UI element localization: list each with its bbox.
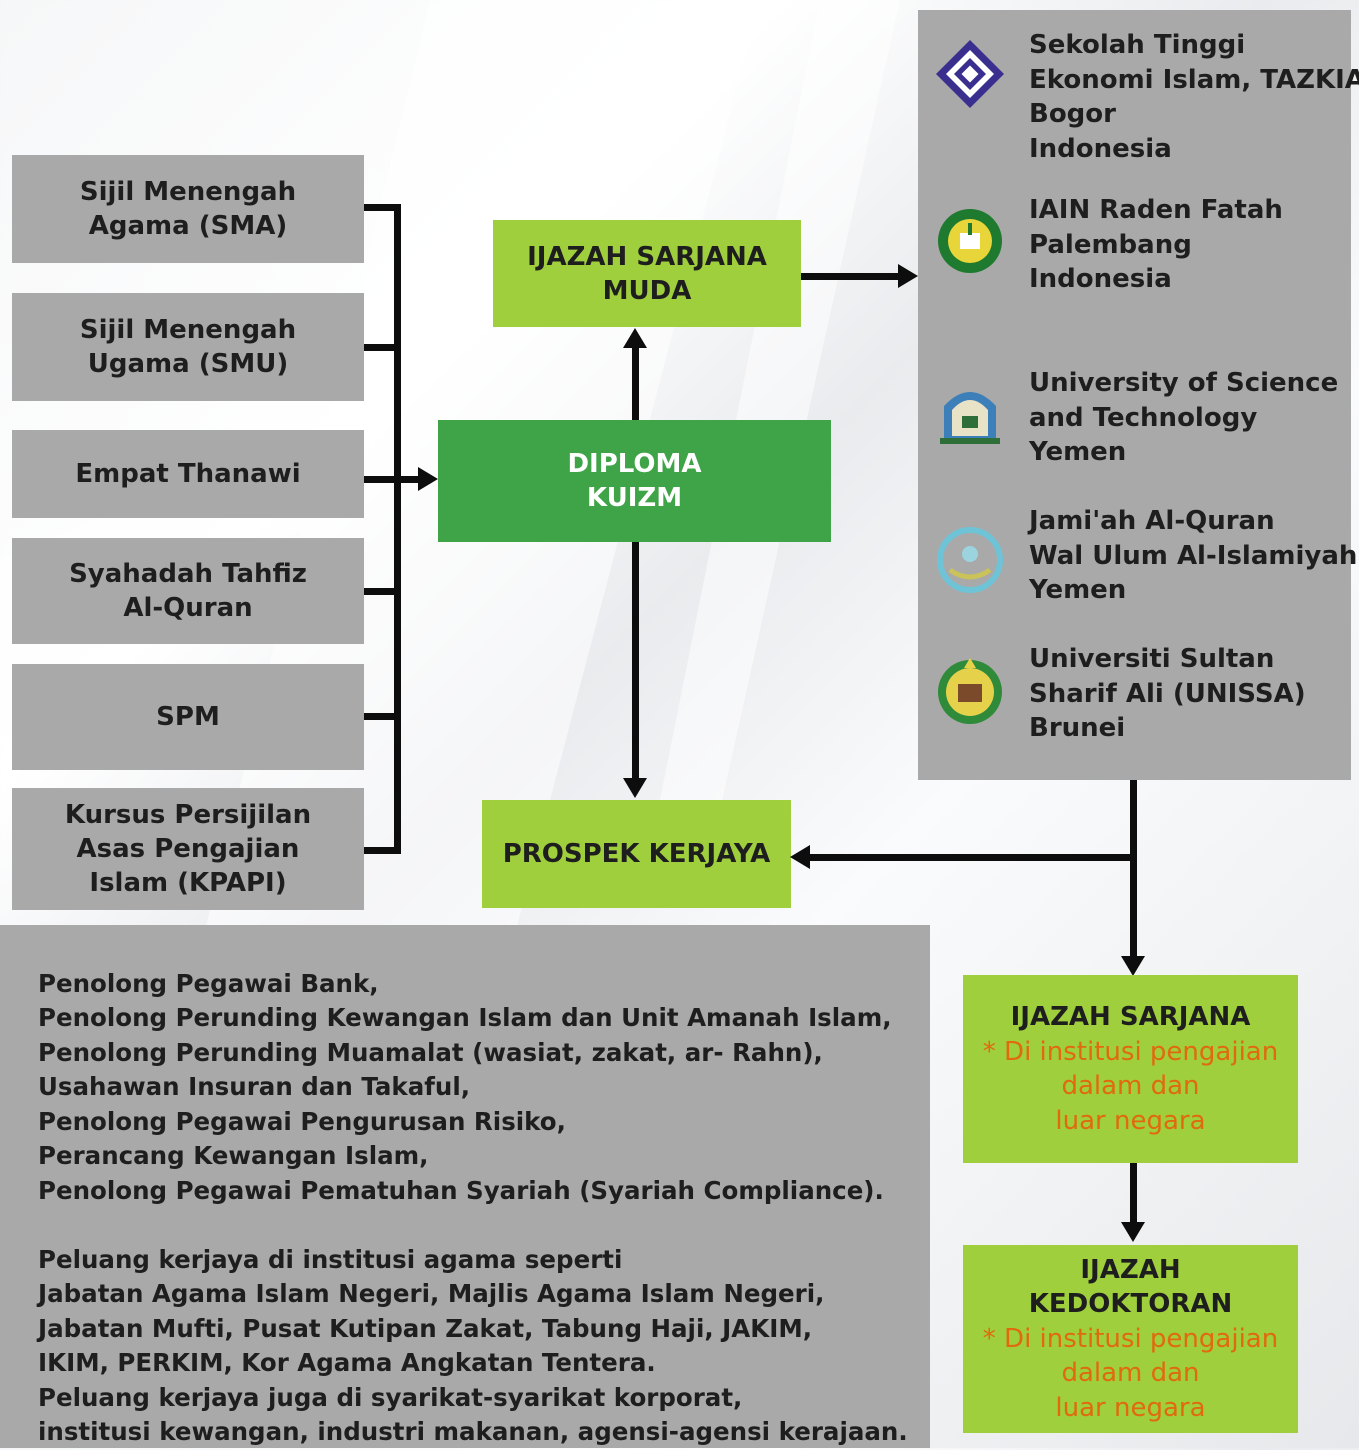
- career-opportunity: Jabatan Mufti, Pusat Kutipan Zakat, Tabu…: [38, 1314, 813, 1343]
- career-opportunity: Peluang kerjaya di institusi agama seper…: [38, 1245, 623, 1274]
- qualification-label: Syahadah Tahfiz Al-Quran: [69, 559, 307, 623]
- career-prospects-label: PROSPEK KERJAYA: [502, 839, 771, 869]
- bracket-vertical-line: [394, 204, 401, 854]
- masters-title: IJAZAH SARJANA: [1010, 1002, 1251, 1032]
- qualification-kpapi: Kursus Persijilan Asas Pengajian Islam (…: [12, 788, 364, 910]
- career-role: Penolong Perunding Muamalat (wasiat, zak…: [38, 1038, 823, 1067]
- bracket-tick-tahfiz: [364, 588, 401, 595]
- career-opportunity: Jabatan Agama Islam Negeri, Majlis Agama…: [38, 1279, 825, 1308]
- tazkia-logo-icon: [936, 40, 1004, 108]
- arrow-institutions-down-line: [1130, 780, 1137, 958]
- arrow-diploma-to-bachelor-head: [623, 328, 647, 348]
- qualification-label: Empat Thanawi: [75, 459, 301, 489]
- qualification-empat-thanawi: Empat Thanawi: [12, 430, 364, 518]
- unissa-logo-icon: [938, 658, 1002, 724]
- bracket-tick-sma: [364, 204, 401, 211]
- masters-note: * Di institusi pengajian dalam dan luar …: [982, 1036, 1279, 1136]
- institution-name: Jami'ah Al-Quran Wal Ulum Al-Islamiyah Y…: [1029, 506, 1358, 605]
- arrow-institutions-to-career-line: [808, 854, 1133, 861]
- institution-name: IAIN Raden Fatah Palembang Indonesia: [1029, 195, 1283, 294]
- arrow-diploma-to-bachelor-line: [632, 345, 639, 420]
- career-opportunity: Peluang kerjaya juga di syarikat-syarika…: [38, 1383, 743, 1412]
- career-role: Usahawan Insuran dan Takaful,: [38, 1072, 471, 1101]
- institution-name: University of Science and Technology Yem…: [1029, 368, 1339, 467]
- bachelor-box: IJAZAH SARJANA MUDA: [493, 220, 801, 327]
- qualification-smu: Sijil Menengah Ugama (SMU): [12, 293, 364, 401]
- qualification-sma: Sijil Menengah Agama (SMA): [12, 155, 364, 263]
- career-role: Penolong Perunding Kewangan Islam dan Un…: [38, 1003, 892, 1032]
- jamiah-al-quran-logo-icon: [937, 527, 1003, 593]
- arrow-institutions-to-masters-head: [1121, 956, 1145, 976]
- career-role: Penolong Pegawai Pengurusan Risiko,: [38, 1107, 566, 1136]
- doctorate-box: IJAZAH KEDOKTORAN * Di institusi pengaji…: [963, 1245, 1298, 1433]
- iain-raden-fatah-logo-icon: [938, 209, 1002, 273]
- qualification-label: SPM: [156, 702, 220, 732]
- arrow-bachelor-to-institutions-line: [801, 273, 901, 280]
- arrow-bachelor-to-institutions-head: [898, 264, 918, 288]
- arrow-diploma-to-career-line: [632, 542, 639, 780]
- diploma-label: DIPLOMA KUIZM: [567, 449, 702, 513]
- bracket-tick-kpapi: [364, 847, 401, 854]
- doctorate-note: * Di institusi pengajian dalam dan luar …: [982, 1323, 1279, 1423]
- bracket-tick-spm: [364, 713, 401, 720]
- doctorate-title: IJAZAH KEDOKTORAN: [1028, 1254, 1233, 1320]
- arrow-masters-to-doctorate-head: [1121, 1222, 1145, 1242]
- career-prospects-box: PROSPEK KERJAYA: [482, 800, 791, 908]
- ust-yemen-logo-icon: [940, 392, 1000, 444]
- career-list-panel: Penolong Pegawai Bank, Penolong Perundin…: [0, 925, 930, 1448]
- bachelor-label: IJAZAH SARJANA MUDA: [527, 241, 767, 306]
- career-role: Perancang Kewangan Islam,: [38, 1141, 429, 1170]
- qualification-label: Sijil Menengah Agama (SMA): [79, 177, 297, 241]
- qualification-syahadah-tahfiz: Syahadah Tahfiz Al-Quran: [12, 538, 364, 644]
- qualification-label: Sijil Menengah Ugama (SMU): [79, 315, 297, 379]
- arrow-masters-to-doctorate-line: [1130, 1163, 1137, 1225]
- qualification-spm: SPM: [12, 664, 364, 770]
- career-role: Penolong Pegawai Pematuhan Syariah (Syar…: [38, 1176, 884, 1205]
- arrow-to-diploma-head: [418, 467, 438, 491]
- career-opportunity: IKIM, PERKIM, Kor Agama Angkatan Tentera…: [38, 1348, 656, 1377]
- diploma-box: DIPLOMA KUIZM: [438, 420, 831, 542]
- institution-name: Universiti Sultan Sharif Ali (UNISSA) Br…: [1029, 644, 1306, 743]
- institution-name: Sekolah Tinggi Ekonomi Islam, TAZKIA Bog…: [1029, 30, 1359, 164]
- career-opportunity: institusi kewangan, industri makanan, ag…: [38, 1417, 908, 1446]
- partner-institutions-panel: Sekolah Tinggi Ekonomi Islam, TAZKIA Bog…: [918, 10, 1359, 780]
- bracket-tick-smu: [364, 344, 401, 351]
- arrow-to-diploma-line: [400, 476, 420, 483]
- bracket-tick-thanawi: [364, 476, 401, 483]
- qualification-label: Kursus Persijilan Asas Pengajian Islam (…: [64, 800, 312, 898]
- masters-box: IJAZAH SARJANA * Di institusi pengajian …: [963, 975, 1298, 1163]
- arrow-institutions-to-career-head: [790, 845, 810, 869]
- career-role: Penolong Pegawai Bank,: [38, 969, 379, 998]
- arrow-diploma-to-career-head: [623, 778, 647, 798]
